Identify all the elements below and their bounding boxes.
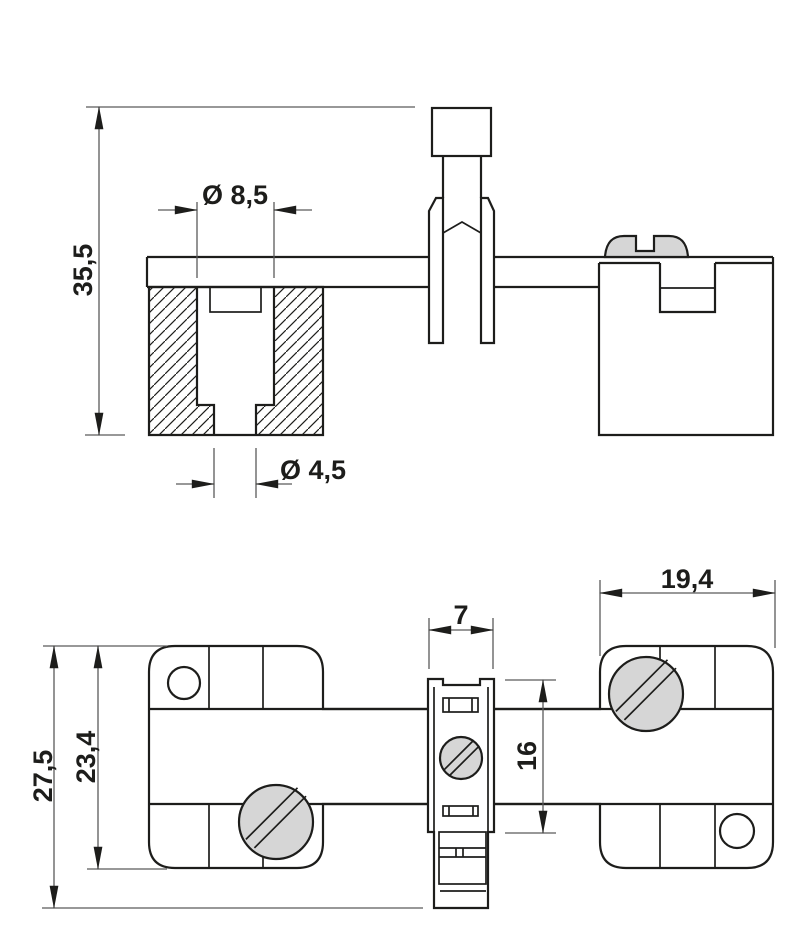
dim-total-height-side: 35,5 [68, 106, 415, 436]
dome-screw-head [603, 234, 690, 259]
bore-screw-head [209, 286, 262, 313]
dim-body-height: 23,4 [43, 645, 167, 870]
hole-bottom-right [718, 812, 756, 850]
dim-bore-top: Ø 8,5 [158, 180, 312, 278]
clamp-outline [426, 677, 496, 910]
dim-clamp-width: 7 [428, 600, 494, 669]
dim-clamp-depth: 16 [505, 679, 556, 834]
sectioned-block [147, 285, 325, 437]
dim-label-d8-5: Ø 8,5 [202, 180, 268, 210]
side-view: 35,5 Ø 8,5 Ø 4,5 [68, 106, 775, 498]
clamp-plan [426, 677, 496, 910]
plan-view: 19,4 7 16 23,4 27,5 [28, 564, 776, 910]
dim-label-35-5: 35,5 [68, 244, 98, 297]
clamp-screw-side [427, 106, 496, 345]
screw-bottom-left [237, 783, 315, 861]
clamp-slot-top [442, 697, 479, 713]
clamp-leg-right [479, 196, 496, 345]
clamp-foot [438, 831, 487, 892]
dim-total-height-plan: 27,5 [28, 645, 423, 909]
dim-pad-width: 19,4 [599, 564, 776, 656]
terminal-block-side [597, 257, 775, 437]
dim-label-23-4: 23,4 [71, 731, 101, 784]
dim-label-16: 16 [512, 741, 542, 771]
dim-label-d4-5: Ø 4,5 [280, 455, 346, 485]
dim-label-27-5: 27,5 [28, 750, 58, 803]
screw-top-right [607, 655, 685, 733]
dim-label-7: 7 [453, 600, 468, 630]
screw-tip-chevron [442, 221, 482, 234]
screw-head-top [430, 106, 493, 158]
dim-bore-bottom: Ø 4,5 [176, 448, 346, 498]
clamp-leg-left [427, 196, 445, 345]
hole-top-left [166, 665, 202, 701]
clamp-slot-bottom [442, 805, 479, 817]
dim-label-19-4: 19,4 [661, 564, 714, 594]
clamp-screw-plan [438, 735, 484, 781]
